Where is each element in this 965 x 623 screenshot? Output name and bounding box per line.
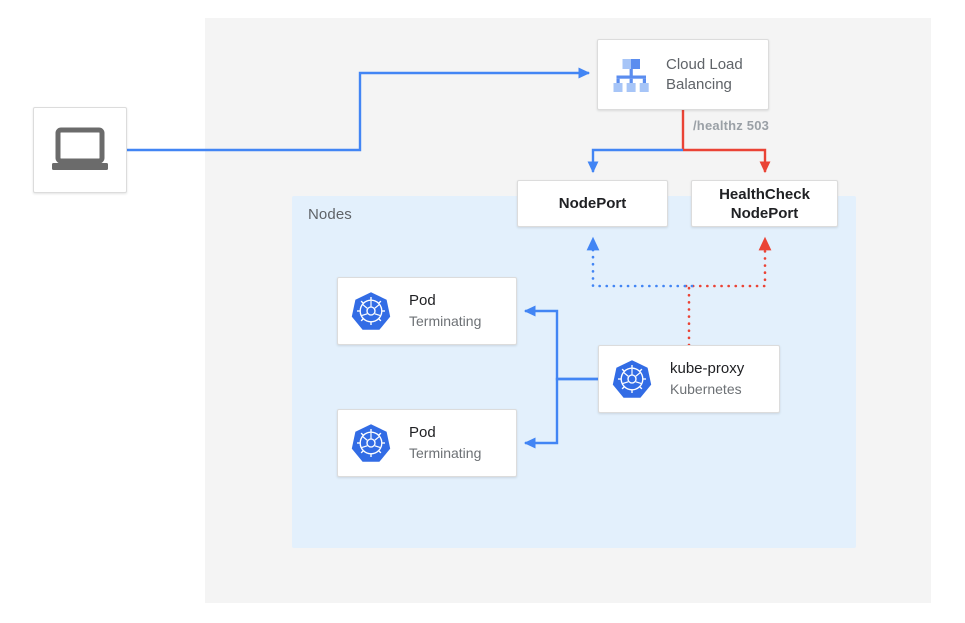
pod-status-1: Terminating — [409, 313, 482, 329]
pod-node-2[interactable]: Pod Terminating — [337, 409, 517, 477]
cloud-load-balancing-node[interactable]: Cloud Load Balancing — [597, 39, 769, 110]
pod-status-2: Terminating — [409, 445, 482, 461]
healthz-edge-label: /healthz 503 — [693, 118, 770, 133]
laptop-icon — [50, 127, 110, 173]
kube-proxy-subtitle: Kubernetes — [670, 381, 742, 397]
kube-proxy-title: kube-proxy — [670, 360, 745, 377]
nodes-region-label: Nodes — [308, 206, 352, 223]
nodeport-node[interactable]: NodePort — [517, 180, 668, 227]
healthcheck-nodeport-node[interactable]: HealthCheck NodePort — [691, 180, 838, 227]
pod-title-1: Pod — [409, 292, 436, 309]
kubernetes-icon — [351, 291, 391, 331]
cloud-load-balancing-label: Cloud Load Balancing — [666, 55, 743, 93]
cloud-load-balancing-icon — [608, 52, 654, 98]
pod-title-2: Pod — [409, 424, 436, 441]
healthcheck-nodeport-label: HealthCheck NodePort — [719, 185, 810, 222]
kubernetes-icon — [612, 359, 652, 399]
kubernetes-icon — [351, 423, 391, 463]
client-node[interactable] — [33, 107, 127, 193]
nodeport-label: NodePort — [558, 195, 627, 212]
pod-node-1[interactable]: Pod Terminating — [337, 277, 517, 345]
kube-proxy-node[interactable]: kube-proxy Kubernetes — [598, 345, 780, 413]
